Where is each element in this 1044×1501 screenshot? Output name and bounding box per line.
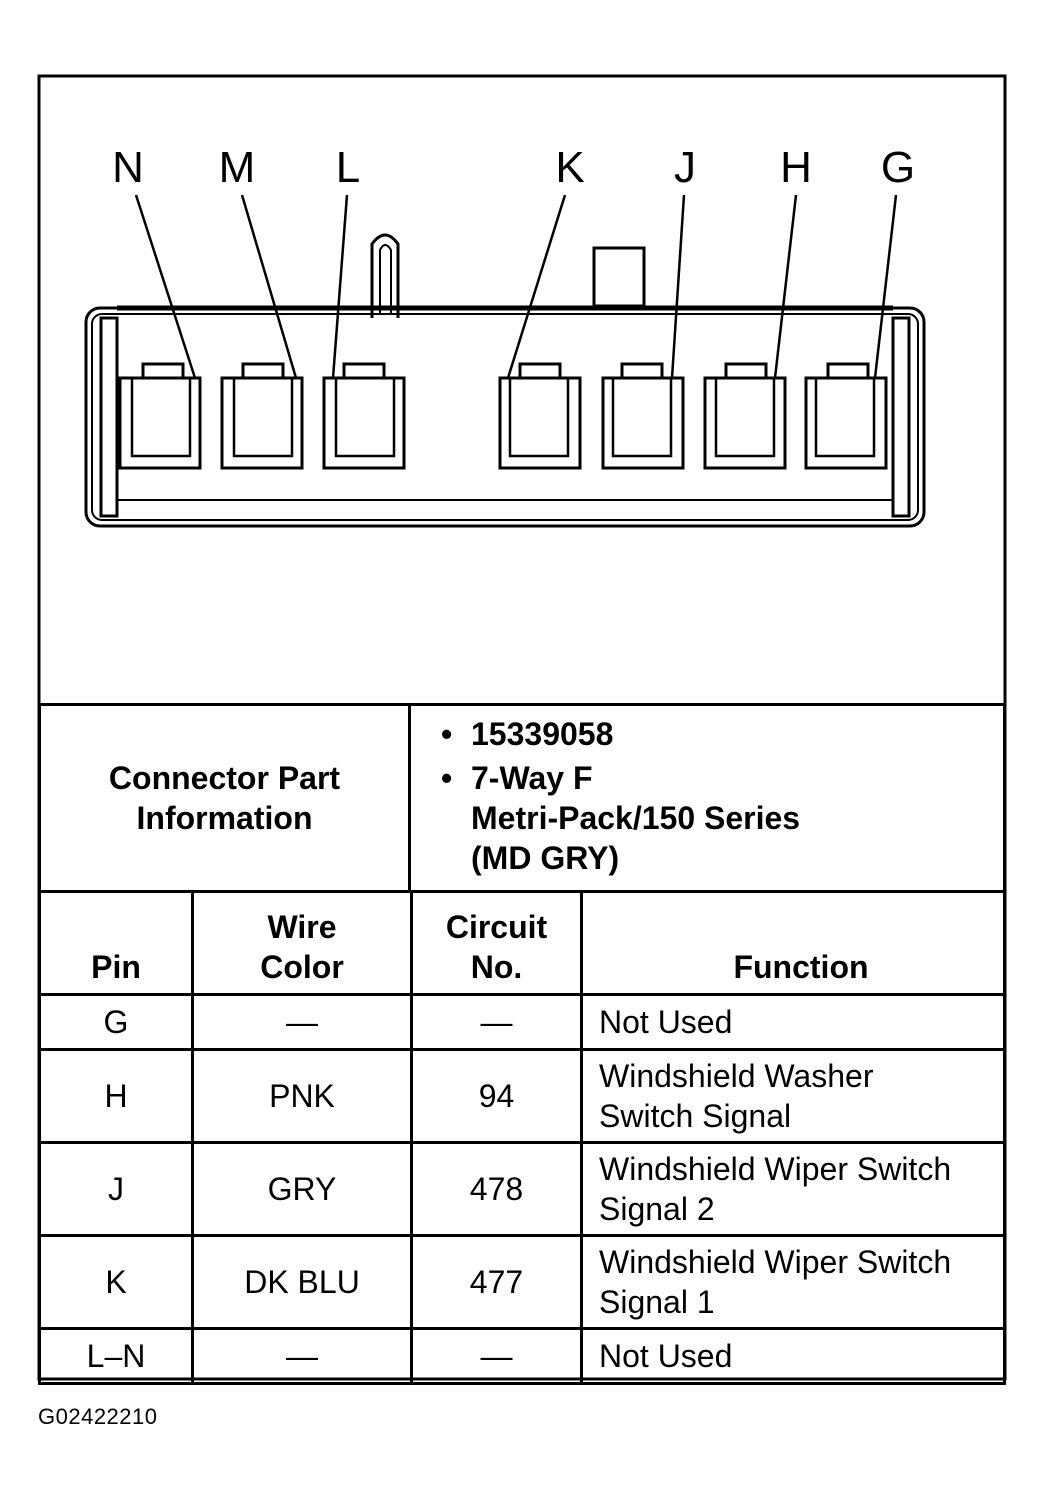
cell-function-line1: Windshield Washer [599, 1058, 874, 1094]
cell-circuit: — [410, 993, 583, 1051]
cell-function: Not Used [580, 993, 1006, 1051]
header-pin: Pin [38, 890, 194, 996]
pin-cavities [118, 362, 888, 470]
figure-id: G02422210 [38, 1404, 158, 1429]
cell-function-line2: Signal 1 [599, 1284, 715, 1320]
connector-info-table: Connector Part Information 15339058 7-Wa… [38, 703, 1006, 893]
cavity-n [118, 362, 202, 470]
cell-wire-color: — [191, 993, 413, 1051]
table-row: L–N — — Not Used [38, 1327, 1006, 1385]
leader-line-m [240, 194, 298, 379]
leader-line-k [506, 194, 567, 379]
header-circuit-line1: Circuit [445, 909, 548, 945]
cell-pin: H [38, 1048, 194, 1144]
connector-key-tab [592, 246, 646, 308]
cavity-g [804, 362, 888, 470]
cell-function: Windshield Washer Switch Signal [580, 1048, 1006, 1144]
pin-label-j: J [674, 143, 696, 192]
cell-function-line1: Not Used [599, 1004, 733, 1040]
connector-info-label-line2: Information [136, 800, 313, 836]
cell-function-line1: Windshield Wiper Switch [599, 1151, 952, 1187]
cell-wire-color: — [191, 1327, 413, 1385]
cell-circuit: — [410, 1327, 583, 1385]
header-wire-color: Wire Color [191, 890, 413, 996]
cell-function: Windshield Wiper Switch Signal 1 [580, 1234, 1006, 1330]
leader-lines [134, 194, 898, 379]
table-row: H PNK 94 Windshield Washer Switch Signal [38, 1048, 1006, 1144]
cell-function: Windshield Wiper Switch Signal 2 [580, 1141, 1006, 1237]
header-wire-color-line1: Wire [267, 909, 337, 945]
connector-body [84, 305, 926, 528]
cell-circuit: 477 [410, 1234, 583, 1330]
cell-pin: J [38, 1141, 194, 1237]
cavity-k [498, 362, 582, 470]
pin-label-n: N [112, 143, 144, 192]
pin-label-g: G [881, 143, 915, 192]
cavity-m [220, 362, 304, 470]
cell-wire-color: GRY [191, 1141, 413, 1237]
cell-pin: G [38, 993, 194, 1051]
cell-pin: L–N [38, 1327, 194, 1385]
cell-function-line2: Signal 2 [599, 1191, 715, 1227]
pin-label-m: M [219, 143, 256, 192]
part-number: 15339058 [441, 714, 1003, 754]
pin-label-l: L [336, 143, 360, 192]
header-circuit-line2: No. [470, 949, 523, 985]
leader-line-n [134, 194, 197, 379]
cell-pin: K [38, 1234, 194, 1330]
connector-locking-tab [370, 233, 400, 318]
cell-circuit: 478 [410, 1141, 583, 1237]
leader-line-j [670, 194, 686, 379]
pin-label-h: H [780, 143, 812, 192]
header-circuit: Circuit No. [410, 890, 583, 996]
pin-labels: N M L K J H G [112, 143, 915, 192]
connector-info-list: 15339058 7-Way F Metri-Pack/150 Series (… [411, 714, 1003, 878]
connector-description: 7-Way F Metri-Pack/150 Series (MD GRY) [441, 758, 1003, 878]
table-row: J GRY 478 Windshield Wiper Switch Signal… [38, 1141, 1006, 1237]
cell-wire-color: PNK [191, 1048, 413, 1144]
cell-function-line1: Not Used [599, 1338, 733, 1374]
leader-line-h [773, 194, 798, 379]
cell-circuit: 94 [410, 1048, 583, 1144]
connector-description-line3: (MD GRY) [471, 840, 620, 876]
cell-function: Not Used [580, 1327, 1006, 1385]
pin-table: Pin Wire Color Circuit No. Function G — … [38, 890, 1006, 1385]
cell-wire-color: DK BLU [191, 1234, 413, 1330]
header-wire-color-line2: Color [260, 949, 344, 985]
pin-label-k: K [555, 143, 584, 192]
leader-line-l [331, 194, 349, 379]
connector-description-line2: Metri-Pack/150 Series [471, 800, 801, 836]
header-function: Function [580, 890, 1006, 996]
pin-table-header: Pin Wire Color Circuit No. Function [38, 890, 1006, 996]
connector-info-label-line1: Connector Part [108, 760, 341, 796]
connector-info-values: 15339058 7-Way F Metri-Pack/150 Series (… [408, 703, 1006, 893]
connector-description-line1: 7-Way F [471, 760, 593, 796]
cavity-l [322, 362, 406, 470]
leader-line-g [873, 194, 898, 379]
cavity-j [601, 362, 685, 470]
cell-function-line1: Windshield Wiper Switch [599, 1244, 952, 1280]
cell-function-line2: Switch Signal [599, 1098, 792, 1134]
table-row: K DK BLU 477 Windshield Wiper Switch Sig… [38, 1234, 1006, 1330]
connector-info-label: Connector Part Information [38, 703, 411, 893]
table-row: G — — Not Used [38, 993, 1006, 1051]
cavity-h [703, 362, 787, 470]
